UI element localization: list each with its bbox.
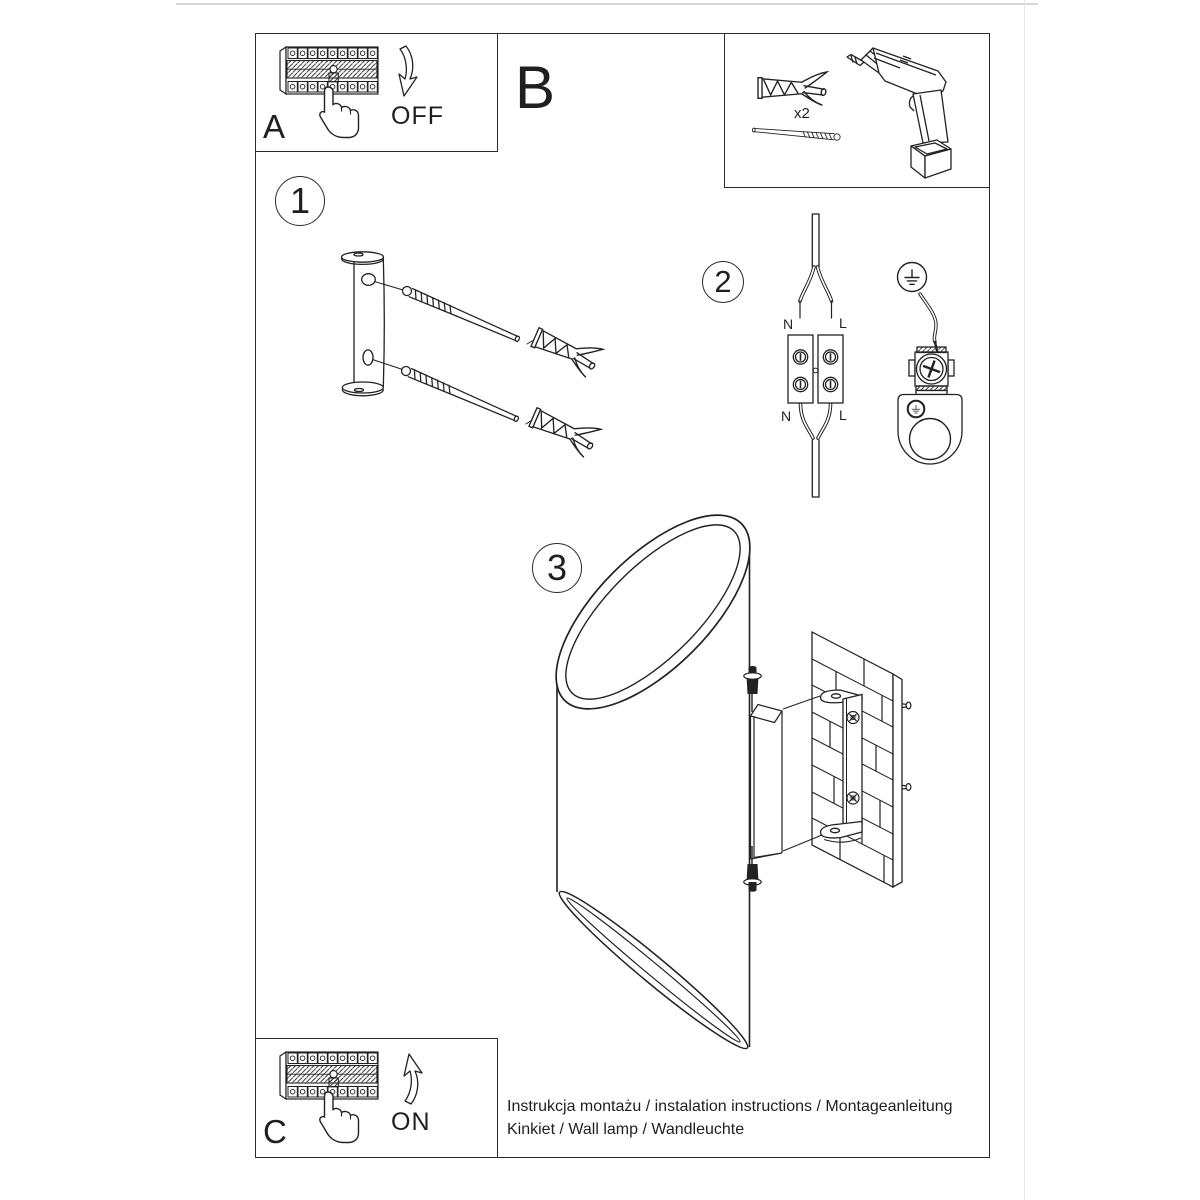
ground-symbol-icon — [896, 261, 928, 293]
wire-line-top-label: L — [839, 315, 847, 331]
wall-plug-2-icon — [525, 401, 602, 460]
mounting-plate-icon — [749, 703, 783, 860]
step-c-box — [255, 1038, 498, 1158]
quantity-label: x2 — [794, 105, 810, 122]
step-a-box — [255, 33, 498, 152]
step-1-badge: 1 — [275, 176, 325, 226]
step-2-badge: 2 — [702, 261, 744, 303]
bracket-step1-icon — [340, 251, 535, 425]
wall-plug-b-icon — [757, 71, 828, 106]
footer-title: Instrukcja montażu / instalation instruc… — [507, 1098, 953, 1115]
wall-screw-top-icon — [901, 701, 912, 710]
power-cable-icon — [798, 213, 834, 498]
step-3-number: 3 — [546, 547, 568, 588]
tools-box — [724, 33, 990, 188]
set-screw-bottom-icon — [743, 846, 762, 892]
wall-screw-bottom-icon — [901, 782, 912, 791]
wire-line-bottom-label: L — [839, 407, 847, 423]
wire-neutral-bottom-label: N — [781, 408, 792, 424]
terminal-block-icon — [787, 334, 844, 404]
power-off-label: OFF — [391, 102, 444, 130]
alignment-guide-lines — [782, 695, 823, 852]
section-b-label: B — [515, 54, 556, 121]
scan-artifact-right — [1024, 0, 1026, 1200]
lamp-body-icon — [555, 514, 751, 1050]
screw-2-icon — [399, 364, 521, 425]
step-2-number: 2 — [714, 264, 732, 299]
step-3-badge: 3 — [532, 543, 582, 593]
ground-terminal-icon — [897, 346, 963, 465]
wall-bracket-icon — [819, 689, 863, 843]
arrow-up-icon — [403, 1053, 423, 1105]
wire-neutral-top-label: N — [783, 316, 794, 332]
scan-artifact-top — [176, 3, 1038, 6]
arrow-down-icon — [398, 45, 418, 97]
step-c-label: C — [263, 1113, 287, 1150]
screw-b-icon — [751, 126, 841, 141]
step-1-number: 1 — [289, 180, 311, 221]
power-on-label: ON — [391, 1108, 431, 1136]
wall-plug-1-icon — [527, 321, 604, 380]
screw-1-icon — [400, 284, 522, 345]
footer-subtitle: Kinkiet / Wall lamp / Wandleuchte — [507, 1121, 745, 1138]
sheet-frame — [255, 33, 990, 1158]
step-a-label: A — [263, 108, 286, 145]
drill-icon — [846, 47, 952, 179]
set-screw-top-icon — [743, 666, 762, 712]
ground-wire-icon — [918, 292, 939, 355]
